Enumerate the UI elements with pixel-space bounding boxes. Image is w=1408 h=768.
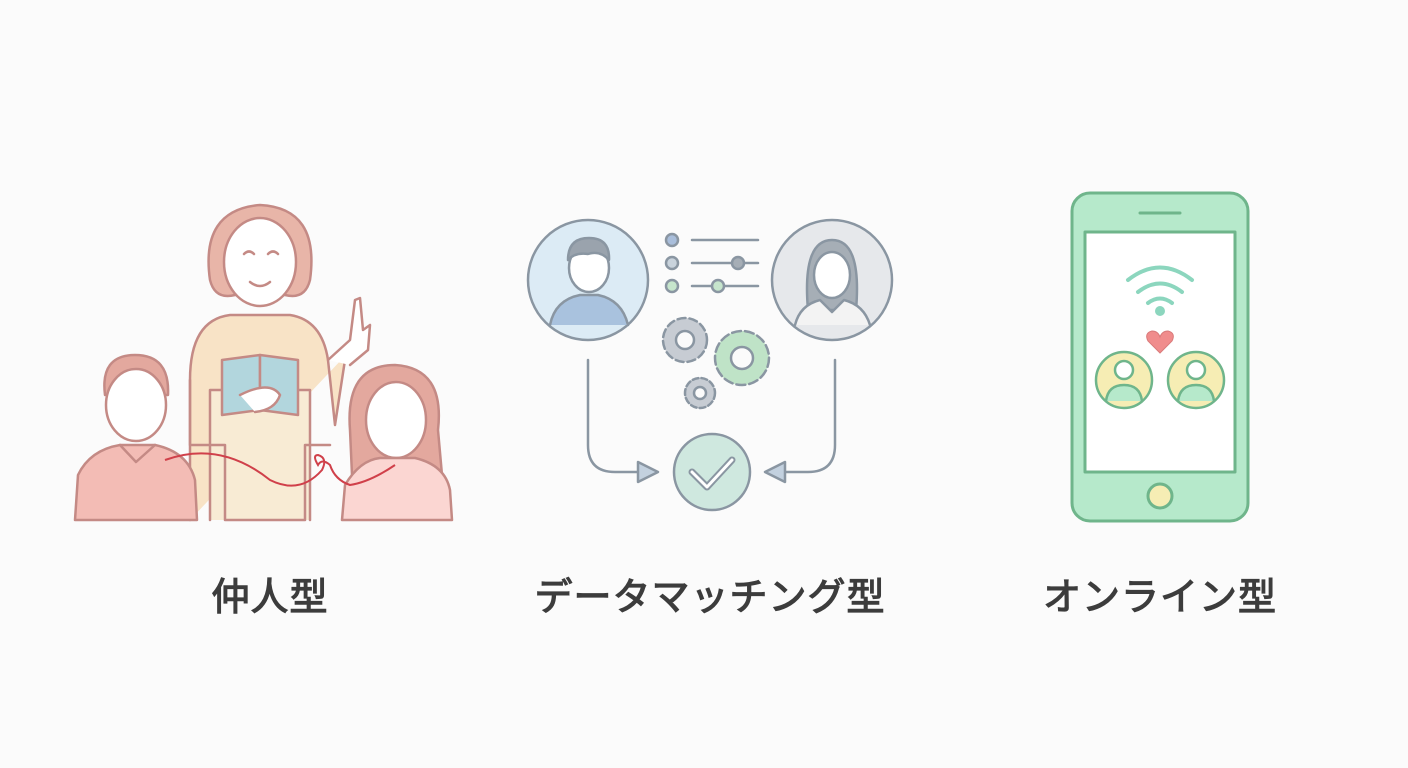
panel-data-matching: データマッチング型 [510, 200, 910, 619]
panel-label-online: オンライン型 [1042, 575, 1277, 619]
panel-nakoudo: 仲人型 [60, 190, 480, 619]
panel-online: オンライン型 [1043, 185, 1276, 619]
panel-label-nakoudo: 仲人型 [211, 575, 329, 619]
smartphone-illustration-icon [1070, 191, 1250, 523]
panel-label-data-matching: データマッチング型 [534, 575, 886, 619]
data-matching-illustration-icon [526, 218, 894, 512]
matchmaker-illustration-icon [73, 203, 454, 522]
